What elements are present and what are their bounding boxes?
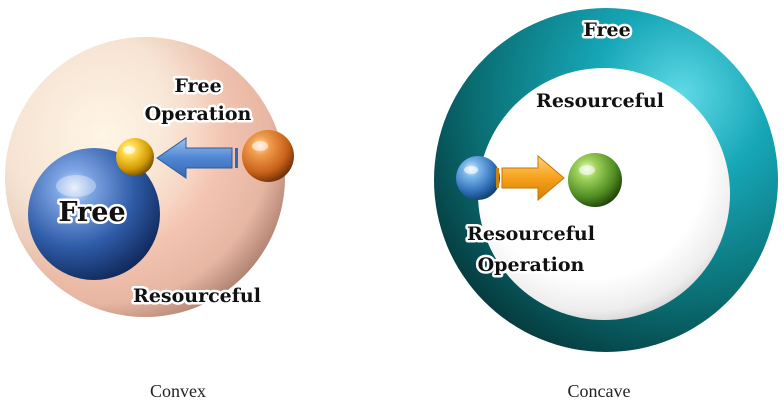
- convex-arrow-tail: [235, 148, 238, 168]
- convex-operation-label-line2: Operation: [145, 103, 252, 125]
- convex-outer-label: Resourceful: [133, 285, 261, 307]
- convex-orange-sphere: [242, 130, 294, 182]
- convex-gold-sphere: [116, 138, 154, 176]
- convex-operation-arrow: [156, 137, 233, 179]
- convex-caption: Convex: [150, 381, 206, 401]
- convex-free-sphere-highlight: [56, 175, 96, 197]
- convex-free-sphere: [28, 148, 160, 280]
- convex-operation-label-line1: Free: [174, 75, 221, 97]
- concave-green-sphere-highlight: [579, 165, 595, 175]
- concave-caption: Concave: [568, 381, 631, 401]
- convex-inner-label: Free: [58, 197, 125, 228]
- concave-operation-arrow: [501, 154, 565, 202]
- concave-operation-label-line1: Resourceful: [467, 223, 595, 245]
- concave-inner-label: Resourceful: [536, 90, 664, 112]
- convex-diagram: Free Operation Free Resourceful: [5, 37, 294, 317]
- convex-orange-sphere-highlight: [252, 141, 268, 151]
- concave-diagram: Free Resourceful Resourceful Operation: [434, 8, 778, 352]
- concave-blue-sphere-highlight: [464, 166, 478, 174]
- concave-arrow-tail: [496, 168, 499, 188]
- concave-green-sphere: [568, 153, 622, 207]
- concave-blue-sphere: [456, 156, 500, 200]
- concave-outer-label: Free: [583, 19, 630, 41]
- convex-gold-sphere-highlight: [123, 146, 135, 154]
- concave-operation-label-line2: Operation: [478, 254, 585, 276]
